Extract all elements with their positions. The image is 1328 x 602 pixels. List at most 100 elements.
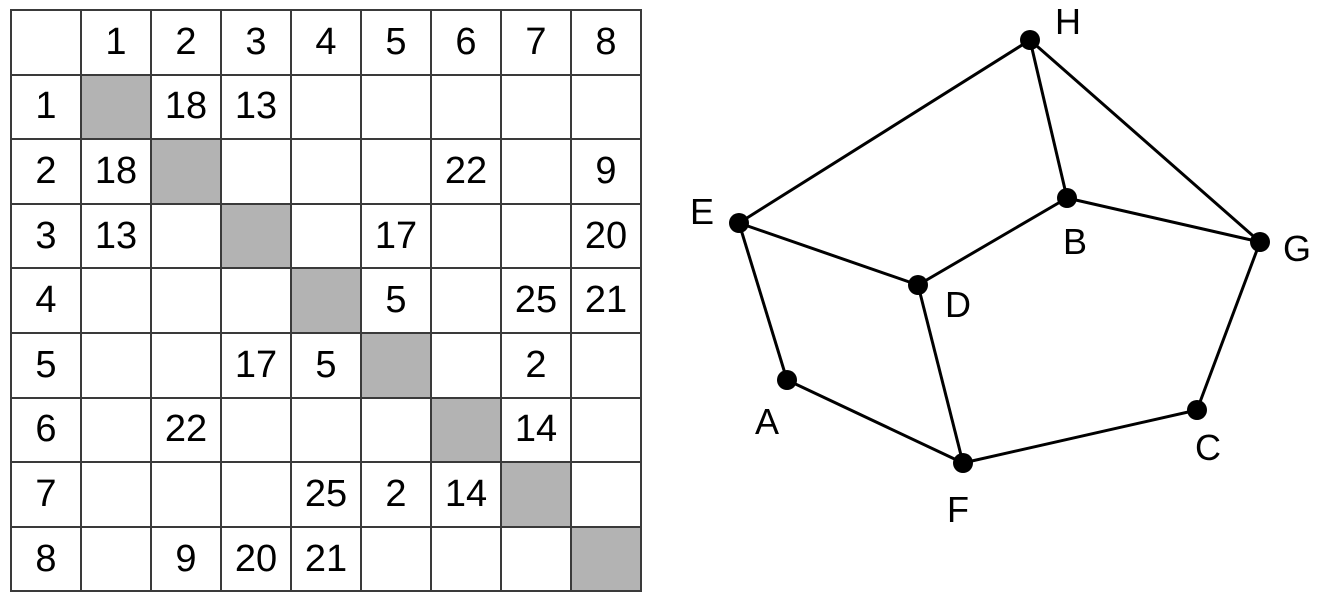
node-F: [953, 453, 973, 473]
edge-H-B: [1028, 39, 1069, 199]
diagonal-cell: [220, 202, 292, 270]
row-header: 2: [10, 138, 82, 205]
node-label-E: E: [690, 191, 714, 232]
diagonal-cell: [570, 525, 642, 593]
weight-cell: [430, 267, 502, 334]
node-label-H: H: [1055, 1, 1081, 42]
weight-cell: 14: [500, 396, 572, 464]
weight-cell: [80, 525, 152, 593]
weight-cell: [220, 138, 292, 205]
edge-H-E: [738, 38, 1031, 225]
node-A: [777, 370, 797, 390]
edge-C-G: [1195, 241, 1262, 411]
weight-cell: 2: [360, 461, 432, 528]
weight-cell: [570, 461, 642, 528]
edge-A-F: [786, 378, 964, 465]
edge-B-D: [917, 196, 1068, 287]
weight-cell: 14: [430, 461, 502, 528]
diagonal-cell: [150, 138, 222, 205]
edge-E-A: [737, 222, 789, 381]
weight-cell: [150, 267, 222, 334]
row-header: 8: [10, 525, 82, 593]
row-header: 4: [10, 267, 82, 334]
weight-cell: 18: [80, 138, 152, 205]
weight-cell: [290, 396, 362, 464]
weight-cell: [150, 461, 222, 528]
weight-cell: 13: [220, 73, 292, 141]
node-C: [1187, 400, 1207, 420]
weight-cell: [150, 202, 222, 270]
weight-cell: [80, 461, 152, 528]
weight-cell: [360, 396, 432, 464]
weight-cell: [500, 73, 572, 141]
corner-cell: [10, 9, 82, 76]
weight-cell: 18: [150, 73, 222, 141]
weight-cell: [290, 202, 362, 270]
row-header: 5: [10, 331, 82, 399]
row-header: 6: [10, 396, 82, 464]
node-label-C: C: [1195, 427, 1221, 468]
weight-cell: [430, 331, 502, 399]
node-D: [908, 275, 928, 295]
weight-cell: [290, 138, 362, 205]
edge-H-G: [1029, 38, 1261, 244]
column-header: 4: [290, 9, 362, 76]
diagonal-cell: [500, 461, 572, 528]
weight-cell: [220, 461, 292, 528]
weight-cell: [570, 331, 642, 399]
weight-cell: [80, 267, 152, 334]
node-E: [729, 213, 749, 233]
node-H: [1020, 30, 1040, 50]
weight-cell: [570, 73, 642, 141]
column-header: 5: [360, 9, 432, 76]
node-label-F: F: [947, 489, 969, 530]
weight-cell: [430, 73, 502, 141]
weight-cell: [220, 267, 292, 334]
weight-cell: 20: [570, 202, 642, 270]
row-header: 1: [10, 73, 82, 141]
diagonal-cell: [80, 73, 152, 141]
weight-cell: 22: [150, 396, 222, 464]
weight-cell: [570, 396, 642, 464]
weight-cell: 13: [80, 202, 152, 270]
weight-cell: 5: [360, 267, 432, 334]
node-label-D: D: [945, 284, 971, 325]
diagonal-cell: [430, 396, 502, 464]
weight-cell: [430, 202, 502, 270]
table-row: 6 22 14: [10, 396, 642, 464]
diagonal-cell: [290, 267, 362, 334]
column-header: 2: [150, 9, 222, 76]
weight-cell: [220, 396, 292, 464]
weight-cell: 17: [220, 331, 292, 399]
weight-cell: [430, 525, 502, 593]
weight-cell: [80, 396, 152, 464]
weight-cell: [290, 73, 362, 141]
edge-F-C: [962, 408, 1198, 465]
diagonal-cell: [360, 331, 432, 399]
node-label-A: A: [755, 401, 779, 442]
weight-cell: [500, 202, 572, 270]
weight-cell: 2: [500, 331, 572, 399]
weight-cell: [360, 525, 432, 593]
node-G: [1250, 232, 1270, 252]
weight-cell: [150, 331, 222, 399]
weight-cell: 25: [500, 267, 572, 334]
row-header: 3: [10, 202, 82, 270]
edge-B-G: [1066, 196, 1261, 244]
weight-cell: 9: [570, 138, 642, 205]
weight-cell: 21: [570, 267, 642, 334]
edge-E-D: [738, 221, 919, 287]
weight-cell: [360, 73, 432, 141]
weight-cell: 9: [150, 525, 222, 593]
weight-cell: 21: [290, 525, 362, 593]
weight-cell: [500, 525, 572, 593]
